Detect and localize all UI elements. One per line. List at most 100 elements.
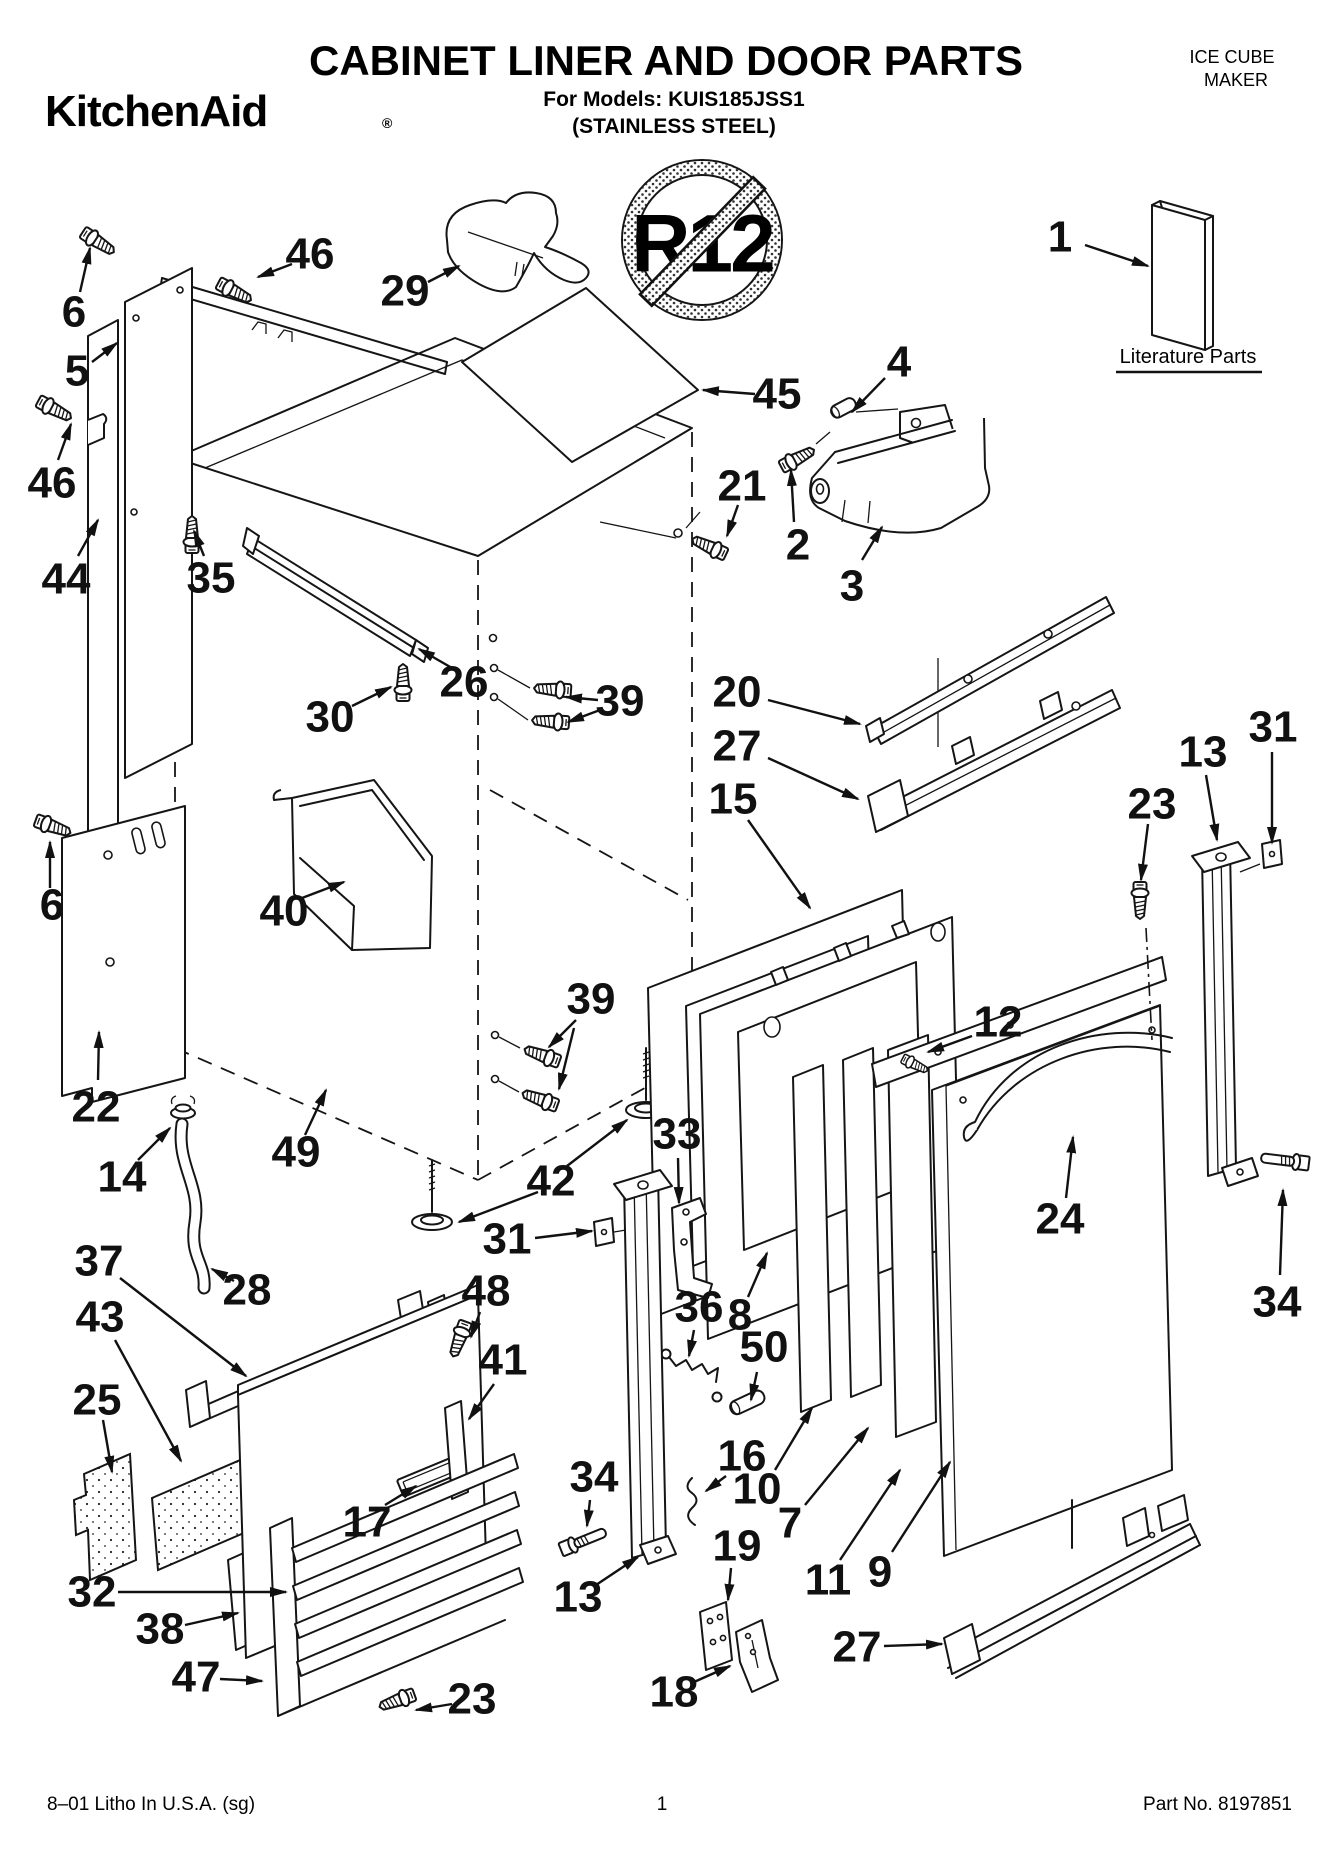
callout-5: 5 bbox=[65, 347, 89, 396]
callout-15: 15 bbox=[709, 775, 758, 824]
part-33-hinge-bracket bbox=[671, 1197, 713, 1299]
part-13-right-trim-bar bbox=[1191, 841, 1259, 1187]
part-13-center-trim-bar bbox=[613, 1169, 677, 1565]
literature-caption: Literature Parts bbox=[1120, 346, 1257, 368]
part-29-tick2 bbox=[521, 263, 525, 277]
part-31-clip-center bbox=[593, 1217, 627, 1247]
leader-arrow-17 bbox=[384, 1484, 418, 1507]
callout-17: 17 bbox=[343, 1498, 392, 1547]
footer-left: 8–01 Litho In U.S.A. (sg) bbox=[47, 1794, 255, 1815]
part-18-corner-bracket bbox=[735, 1619, 779, 1693]
leader-arrow-6 bbox=[78, 246, 92, 293]
screw-23-right bbox=[1130, 881, 1153, 1041]
callout-12: 12 bbox=[974, 998, 1023, 1047]
leader-arrow-37 bbox=[119, 1277, 248, 1378]
callout-4: 4 bbox=[887, 338, 912, 387]
callout-30: 30 bbox=[306, 693, 355, 742]
part-20-door-rail bbox=[865, 596, 1115, 745]
part-16-retainer-clip bbox=[686, 1477, 698, 1526]
callout-45: 45 bbox=[753, 370, 802, 419]
leader-arrow-39 bbox=[557, 1027, 576, 1091]
part-27-door-rail-upper bbox=[867, 689, 1121, 833]
part-26-top-rail bbox=[242, 527, 429, 663]
leader-arrow-46 bbox=[56, 422, 73, 461]
callout-27: 27 bbox=[713, 722, 762, 771]
page-title: CABINET LINER AND DOOR PARTS bbox=[309, 37, 1023, 84]
part-47-base-grille bbox=[269, 1453, 524, 1717]
leader-arrow-27 bbox=[767, 756, 860, 801]
hinge-assembly bbox=[776, 397, 991, 534]
callout-34: 34 bbox=[1253, 1278, 1302, 1327]
leader-arrow-29 bbox=[427, 264, 461, 284]
screws-39-upper bbox=[497, 669, 573, 733]
leader-arrow-26 bbox=[417, 647, 453, 670]
leader-arrow-35 bbox=[192, 529, 206, 557]
callout-24: 24 bbox=[1036, 1195, 1085, 1244]
finish-line: (STAINLESS STEEL) bbox=[572, 115, 776, 138]
leader-arrow-9 bbox=[890, 1460, 952, 1553]
leader-arrow-36 bbox=[687, 1329, 697, 1358]
callout-42: 42 bbox=[527, 1157, 576, 1206]
callout-37: 37 bbox=[75, 1237, 124, 1286]
part-41-trim-strip bbox=[444, 1400, 469, 1500]
part-10-door-mullion bbox=[792, 1064, 832, 1413]
leader-arrow-7 bbox=[804, 1426, 870, 1506]
brand-logo: KitchenAid bbox=[45, 87, 267, 136]
part-14-grommet bbox=[170, 1095, 196, 1120]
part-36-door-spring bbox=[660, 1348, 723, 1403]
callout-23: 23 bbox=[448, 1675, 497, 1724]
leveling-foot-42-left bbox=[411, 1159, 453, 1231]
leader-arrow-23 bbox=[414, 1702, 453, 1713]
leader-arrow-47 bbox=[219, 1675, 264, 1686]
callout-18: 18 bbox=[650, 1668, 699, 1717]
callout-29: 29 bbox=[381, 267, 430, 316]
leader-arrow-22 bbox=[93, 1030, 104, 1081]
leader-arrow-21 bbox=[725, 504, 740, 538]
part-25-insulation-block bbox=[72, 1452, 138, 1582]
product-type-line2: MAKER bbox=[1204, 70, 1268, 90]
leader-arrow-27 bbox=[883, 1639, 944, 1650]
callout-23: 23 bbox=[1128, 780, 1177, 829]
leader-arrow-16 bbox=[704, 1475, 727, 1493]
screw-21-icon bbox=[687, 530, 731, 564]
leader-arrow-23 bbox=[1138, 823, 1150, 882]
leader-arrow-46 bbox=[256, 262, 293, 279]
leader-arrow-13 bbox=[595, 1555, 640, 1586]
callout-6: 6 bbox=[40, 881, 64, 930]
leader-arrow-49 bbox=[303, 1088, 328, 1136]
callout-19: 19 bbox=[713, 1522, 762, 1571]
screw-6a-icon bbox=[77, 223, 120, 261]
callout-25: 25 bbox=[73, 1376, 122, 1425]
leader-arrow-33 bbox=[673, 1157, 684, 1205]
callout-38: 38 bbox=[136, 1605, 185, 1654]
brand-registered-mark: ® bbox=[382, 115, 393, 131]
part-19-mounting-plate bbox=[699, 1601, 733, 1671]
footer-part-number: Part No. 8197851 bbox=[1143, 1794, 1292, 1815]
callout-41: 41 bbox=[479, 1336, 528, 1385]
callout-35: 35 bbox=[187, 554, 236, 603]
bolt-34-center-icon bbox=[556, 1523, 610, 1559]
callout-2: 2 bbox=[786, 521, 810, 570]
callout-46: 46 bbox=[28, 459, 77, 508]
callout-14: 14 bbox=[98, 1153, 147, 1202]
callout-39: 39 bbox=[567, 975, 616, 1024]
part-50-roller-pin bbox=[729, 1389, 766, 1416]
leader-arrow-12 bbox=[926, 1034, 973, 1054]
leader-arrow-31 bbox=[534, 1227, 594, 1240]
callout-layer: 1234566789101112131314151617181920212223… bbox=[28, 213, 1302, 1724]
leader-arrow-38 bbox=[184, 1611, 240, 1627]
leader-arrow-34 bbox=[1277, 1188, 1288, 1276]
callout-39: 39 bbox=[596, 677, 645, 726]
callout-20: 20 bbox=[713, 668, 762, 717]
leader-arrow-15 bbox=[747, 819, 812, 910]
callout-33: 33 bbox=[653, 1110, 702, 1159]
leader-arrow-10 bbox=[773, 1406, 814, 1471]
models-line: For Models: KUIS185JSS1 bbox=[543, 88, 805, 111]
part-7-door-mullion bbox=[842, 1047, 882, 1398]
callout-46: 46 bbox=[286, 230, 335, 279]
leader-arrow-41 bbox=[467, 1383, 495, 1421]
leader-arrow-14 bbox=[137, 1126, 172, 1161]
leader-arrow-18 bbox=[693, 1664, 732, 1684]
callout-43: 43 bbox=[76, 1293, 125, 1342]
